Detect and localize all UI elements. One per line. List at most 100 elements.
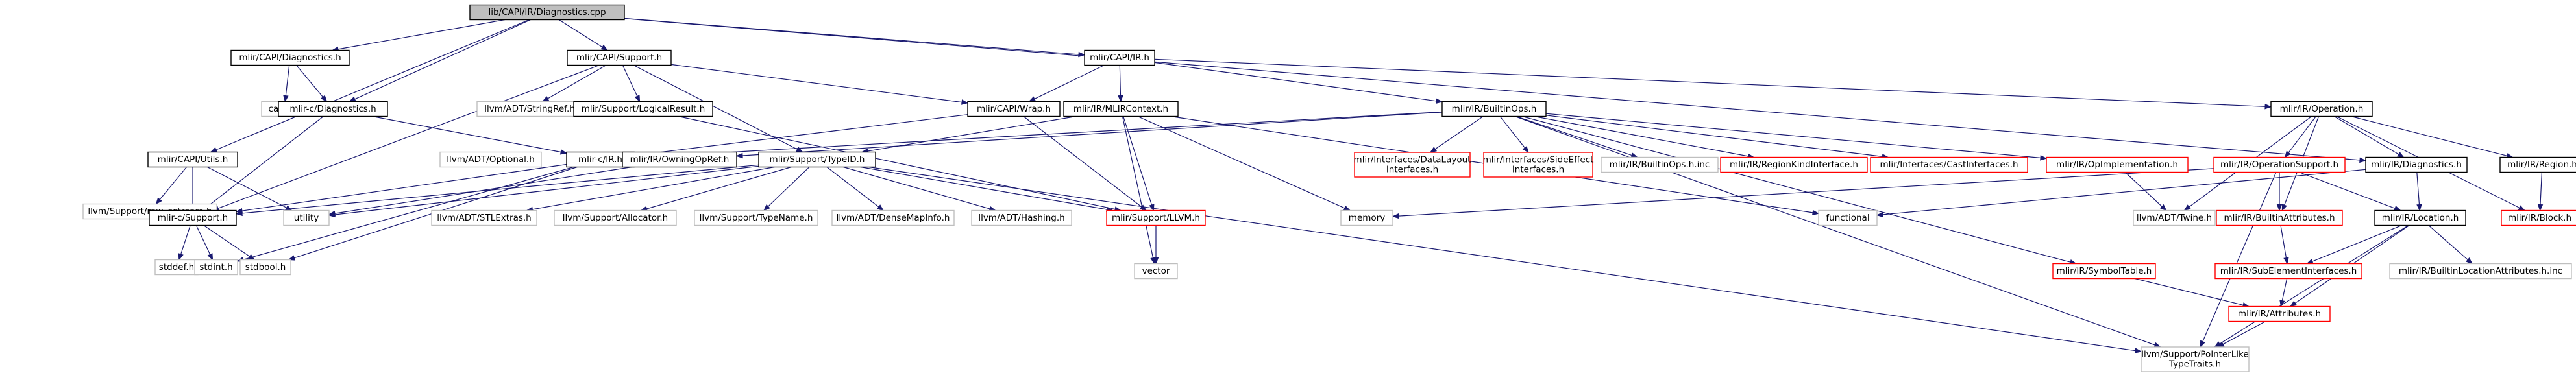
arrowhead	[247, 254, 256, 261]
node-block[interactable]: mlir/IR/Block.h	[2501, 209, 2576, 226]
edge-typeid-to-stlextras	[526, 166, 775, 213]
arrowhead	[2466, 257, 2473, 265]
arrowhead	[285, 205, 293, 211]
edge-capi-diag-to-mlirc-diag	[296, 65, 328, 102]
node-mlirc-support[interactable]: mlir-c/Support.h	[149, 209, 237, 226]
arrowhead	[1392, 213, 1399, 219]
node-capi-wrap[interactable]: mlir/CAPI/Wrap.h	[967, 101, 1061, 117]
node-box	[573, 101, 713, 117]
arrowhead	[559, 149, 568, 155]
node-capi-support[interactable]: mlir/CAPI/Support.h	[567, 49, 672, 66]
edge-line	[180, 225, 191, 255]
node-capi-utils[interactable]: mlir/CAPI/Utils.h	[147, 151, 238, 168]
node-owningopref[interactable]: mlir/IR/OwningOpRef.h	[622, 151, 737, 168]
node-box	[283, 209, 330, 226]
edge-root-to-capi-diag	[331, 19, 506, 53]
node-label: mlir/CAPI/Support.h	[576, 53, 662, 63]
node-mlircontext[interactable]: mlir/IR/MLIRContext.h	[1063, 101, 1179, 117]
node-box	[1441, 101, 1547, 117]
node-box	[1354, 152, 1471, 178]
edge-line	[868, 166, 2136, 352]
edge-capi-support-to-capi-wrap	[670, 64, 969, 105]
node-box	[2213, 156, 2346, 173]
edge-line	[633, 64, 798, 150]
arrowhead	[155, 197, 162, 205]
edge-line	[2124, 172, 2163, 207]
edge-line	[2134, 278, 2244, 305]
edge-line	[372, 115, 561, 153]
edge-mlirc-support-to-stdbool	[203, 225, 256, 261]
edge-line	[768, 167, 810, 207]
edge-line	[639, 114, 968, 156]
edge-mlircontext-to-vector	[1122, 116, 1156, 265]
node-box	[2365, 156, 2468, 173]
node-label: mlir/Support/TypeID.h	[770, 154, 865, 165]
node-mlirc-diag[interactable]: mlir-c/Diagnostics.h	[278, 101, 388, 117]
arrowhead	[235, 210, 243, 217]
node-castif[interactable]: mlir/Interfaces/CastInterfaces.h	[1870, 156, 2028, 173]
edge-line	[1499, 116, 1525, 149]
edge-line	[622, 65, 638, 97]
node-operation[interactable]: mlir/IR/Operation.h	[2270, 101, 2373, 117]
node-mlirc-ir[interactable]: mlir-c/IR.h	[566, 151, 635, 168]
arrowhead	[763, 204, 770, 211]
edge-line	[285, 65, 290, 96]
edge-mlirc-support-to-stdint	[195, 225, 214, 261]
edge-root-to-ir-diag	[624, 18, 2367, 163]
edge-subelem-to-attributes	[2279, 278, 2288, 307]
node-box	[2216, 209, 2343, 226]
node-typeid[interactable]: mlir/Support/TypeID.h	[758, 151, 876, 168]
node-label: mlir/Interfaces/CastInterfaces.h	[1880, 160, 2018, 170]
edge-line	[826, 167, 879, 208]
node-label: llvm/ADT/Hashing.h	[978, 213, 1064, 223]
node-region[interactable]: mlir/IR/Region.h	[2499, 156, 2576, 173]
node-hashing: llvm/ADT/Hashing.h	[971, 209, 1072, 226]
node-location[interactable]: mlir/IR/Location.h	[2374, 209, 2466, 226]
node-builtinops[interactable]: mlir/IR/BuiltinOps.h	[1441, 101, 1547, 117]
node-regionkind[interactable]: mlir/IR/RegionKindInterface.h	[1720, 156, 1868, 173]
edge-line	[867, 115, 1077, 152]
node-label: vector	[1142, 266, 1170, 276]
edge-mlirc-diag-to-mlirc-ir	[372, 115, 568, 155]
edge-line	[1034, 64, 1105, 100]
node-opsupport[interactable]: mlir/IR/OperationSupport.h	[2213, 156, 2346, 173]
node-ir-diag[interactable]: mlir/IR/Diagnostics.h	[2365, 156, 2468, 173]
node-box	[967, 101, 1061, 117]
node-logicalresult[interactable]: mlir/Support/LogicalResult.h	[573, 101, 713, 117]
node-subelem[interactable]: mlir/IR/SubElementInterfaces.h	[2214, 263, 2362, 280]
edge-capi-support-to-mlirc-support	[212, 64, 600, 211]
edge-builtinops-to-owningopref	[735, 112, 1443, 159]
edge-line	[646, 166, 792, 209]
arrowhead	[541, 96, 550, 102]
edge-opsupport-to-location	[2299, 171, 2401, 211]
node-support-llvm[interactable]: mlir/Support/LLVM.h	[1106, 209, 1206, 226]
edge-builtinattrs-to-subelem	[2280, 225, 2289, 265]
node-capi-ir[interactable]: mlir/CAPI/IR.h	[1084, 49, 1155, 66]
node-label: mlir-c/IR.h	[578, 154, 622, 165]
arrowhead	[1429, 147, 1438, 153]
arrowhead	[600, 44, 608, 51]
edge-symboltable-to-attributes	[2134, 278, 2250, 308]
edge-line	[2202, 172, 2277, 342]
node-capi-diag[interactable]: mlir/CAPI/Diagnostics.h	[230, 49, 350, 66]
edge-mlircontext-to-typeid	[861, 115, 1077, 154]
edge-capi-ir-to-builtinops	[1154, 62, 1443, 104]
node-attributes[interactable]: mlir/IR/Attributes.h	[2228, 305, 2331, 322]
node-opimpl[interactable]: mlir/IR/OpImplementation.h	[2046, 156, 2189, 173]
node-symboltable[interactable]: mlir/IR/SymbolTable.h	[2052, 263, 2156, 280]
arrowhead	[328, 211, 336, 218]
arrowhead	[634, 95, 641, 102]
arrowhead	[2537, 204, 2544, 211]
edge-line	[843, 166, 990, 209]
node-box	[1084, 49, 1155, 66]
arrowhead	[1876, 211, 1883, 218]
node-builtinattrs[interactable]: mlir/IR/BuiltinAttributes.h	[2216, 209, 2343, 226]
arrowhead	[2281, 204, 2287, 211]
arrowhead	[961, 99, 969, 105]
edge-line	[860, 166, 1107, 210]
node-box	[230, 49, 350, 66]
edge-builtinops-to-builtinops-inc	[1515, 115, 1639, 158]
